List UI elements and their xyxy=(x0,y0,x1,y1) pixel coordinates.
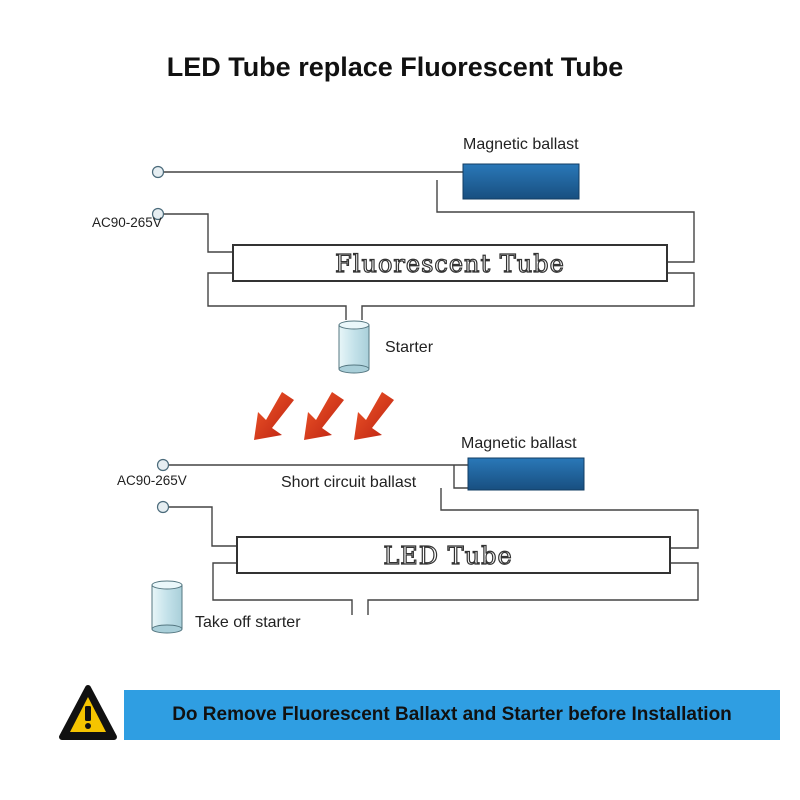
top-ballast-label: Magnetic ballast xyxy=(463,136,579,153)
terminal-2 xyxy=(151,207,165,221)
take-off-starter-label: Take off starter xyxy=(195,614,301,631)
led-tube-label: LED Tube xyxy=(383,542,512,570)
arrow-2 xyxy=(304,392,344,440)
page-title: LED Tube replace Fluorescent Tube xyxy=(166,52,624,82)
fluorescent-tube-label: Fluorescent Tube xyxy=(335,250,565,278)
terminal-3 xyxy=(156,458,170,472)
arrow-1 xyxy=(254,392,294,440)
led-tube xyxy=(236,536,671,574)
fluorescent-tube xyxy=(232,244,668,282)
magnetic-ballast-box-bottom xyxy=(467,457,585,491)
short-circuit-label: Short circuit ballast xyxy=(281,474,417,491)
bottom-voltage-label: AC90-265V xyxy=(117,473,187,488)
warning-text: Do Remove Fluorescent Ballaxt and Starte… xyxy=(172,704,732,725)
warning-banner: Do Remove Fluorescent Ballaxt and Starte… xyxy=(124,690,780,740)
removed-starter-cylinder xyxy=(151,580,183,634)
starter-label: Starter xyxy=(385,339,434,356)
warning-triangle-icon xyxy=(59,685,117,740)
terminal-1 xyxy=(151,165,165,179)
magnetic-ballast-box xyxy=(462,163,580,200)
top-circuit xyxy=(151,163,695,374)
bottom-ballast-label: Magnetic ballast xyxy=(461,435,577,452)
terminal-4 xyxy=(156,500,170,514)
starter-cylinder xyxy=(338,320,370,374)
arrow-3 xyxy=(354,392,394,440)
top-voltage-label: AC90-265V xyxy=(92,215,162,230)
transition-arrows xyxy=(254,392,394,440)
bottom-circuit xyxy=(151,457,699,634)
